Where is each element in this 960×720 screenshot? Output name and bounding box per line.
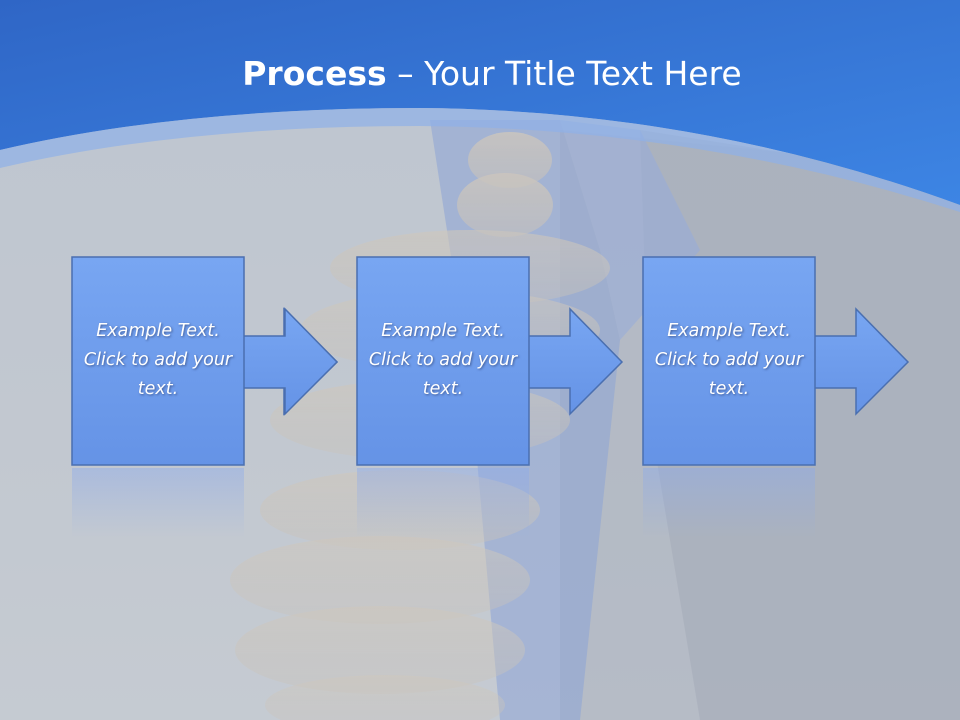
process-step-text-3[interactable]: Example Text. Click to add your text. xyxy=(643,256,815,465)
step-2-reflection xyxy=(357,468,529,538)
step-3-reflection xyxy=(643,468,815,538)
process-step-text-1[interactable]: Example Text. Click to add your text. xyxy=(72,256,244,465)
step-1-shape xyxy=(71,256,339,466)
step-2-shape xyxy=(356,256,624,466)
step-1-text: Example Text. Click to add your text. xyxy=(83,321,233,399)
step-2-text: Example Text. Click to add your text. xyxy=(368,321,518,399)
slide-title[interactable]: Process – Your Title Text Here xyxy=(0,52,960,96)
header-band xyxy=(0,0,960,205)
title-bold-part: Process xyxy=(242,54,387,93)
step-3-text: Example Text. Click to add your text. xyxy=(654,321,804,399)
process-step-text-2[interactable]: Example Text. Click to add your text. xyxy=(357,256,529,465)
step-1-reflection xyxy=(72,468,244,538)
step-3-shape xyxy=(642,256,910,466)
title-rest-part: – Your Title Text Here xyxy=(386,54,742,93)
header-swoosh xyxy=(0,108,960,212)
